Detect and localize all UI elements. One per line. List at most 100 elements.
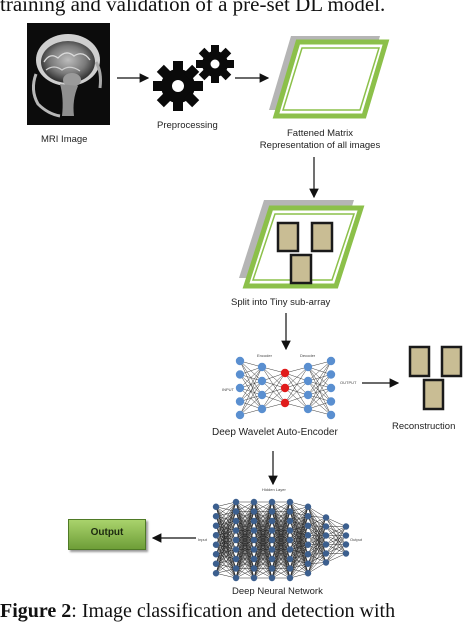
ae-connection — [239, 366, 263, 402]
ae-connection — [307, 360, 332, 382]
ae-connection — [239, 366, 263, 389]
autoencoder-label: Deep Wavelet Auto-Encoder — [212, 427, 338, 438]
dnn-connection — [289, 506, 309, 531]
flattened-matrix-shape — [269, 36, 390, 119]
dnn-connection — [235, 549, 255, 579]
flattened-matrix-label: Fattened Matrix Representation of all im… — [248, 128, 392, 152]
dnn-connection — [289, 544, 309, 579]
dnn-connection — [289, 506, 309, 541]
dnn-node — [232, 508, 240, 515]
ae-encoder-label: Encoder — [257, 353, 273, 358]
dnn-input-label: Input — [198, 537, 208, 542]
dnn-connection — [253, 558, 273, 579]
ae-connection — [284, 366, 309, 389]
dnn-node — [322, 550, 330, 557]
dnn-connection — [271, 558, 291, 579]
dnn-node — [212, 551, 220, 558]
dnn-node — [304, 503, 312, 510]
ae-connection — [307, 387, 332, 410]
dnn-connection — [235, 501, 255, 569]
dnn-connection — [253, 501, 273, 531]
dnn-node — [232, 527, 240, 534]
dnn-connection — [215, 501, 237, 555]
ae-node — [235, 383, 245, 393]
reconstruction-tiles — [408, 345, 463, 411]
ae-connection — [261, 366, 286, 404]
dnn-node — [250, 565, 258, 572]
dnn-node — [212, 522, 220, 529]
ae-connection — [307, 360, 332, 410]
dnn-node — [342, 523, 350, 530]
dnn-connection — [325, 517, 347, 527]
dnn-connection — [325, 535, 347, 563]
dnn-node — [304, 541, 312, 548]
ae-connection — [284, 372, 309, 410]
dnn-node — [286, 565, 294, 572]
dnn-connection — [215, 501, 237, 526]
dnn-node — [250, 498, 258, 506]
dnn-node — [304, 513, 312, 520]
output-box: Output — [68, 519, 146, 550]
dnn-connection — [289, 506, 309, 579]
dnn-node — [268, 546, 276, 553]
split-subarray-shape — [239, 200, 365, 289]
dnn-node — [342, 541, 350, 548]
dnn-connection — [253, 501, 273, 550]
split-tile-2 — [310, 221, 334, 253]
dnn-connection — [253, 549, 273, 579]
dnn-node — [268, 565, 276, 572]
dnn-node — [212, 541, 220, 548]
dnn-node — [322, 514, 330, 521]
dnn-connection — [325, 544, 347, 563]
dnn-node — [268, 555, 276, 563]
ae-decoder-label: Decoder — [300, 353, 316, 358]
ae-connection — [261, 366, 286, 389]
dnn-label: Deep Neural Network — [232, 586, 323, 597]
dnn-connection — [253, 501, 273, 512]
ae-node — [235, 397, 245, 406]
dnn-connection — [253, 501, 273, 522]
dnn-connection — [325, 553, 347, 563]
dnn-node — [232, 536, 240, 544]
ae-node — [280, 398, 290, 408]
dnn-node — [342, 550, 350, 557]
dnn-connection — [235, 530, 255, 579]
dnn-node — [322, 523, 330, 530]
dnn-node — [268, 508, 276, 515]
dnn-node — [286, 546, 294, 553]
dnn-connection — [307, 517, 327, 536]
ae-connection — [284, 366, 309, 404]
dnn-node — [232, 546, 240, 553]
dnn-connection — [289, 506, 309, 550]
dnn-connection — [235, 501, 255, 550]
dnn-node — [212, 513, 220, 520]
dnn-connection — [215, 501, 237, 564]
dnn-node — [232, 565, 240, 572]
dnn-node — [322, 541, 330, 548]
reconstruction-tile-2 — [440, 345, 463, 378]
ae-node — [235, 370, 245, 379]
reconstruction-tile-1 — [408, 345, 431, 378]
flattened-matrix-label-line1: Fattened Matrix — [287, 128, 353, 139]
dnn-connection — [271, 501, 291, 569]
dnn-hidden-layer-label: Hidden Layer — [262, 487, 286, 492]
dnn-connection — [271, 501, 291, 541]
ae-input-label: INPUT — [222, 387, 235, 392]
dnn-node — [232, 555, 240, 563]
dnn-node — [212, 570, 220, 577]
dnn-connection — [215, 501, 237, 517]
dnn-connection — [235, 501, 255, 541]
dnn-node — [268, 574, 276, 582]
split-label: Split into Tiny sub-array — [231, 297, 331, 308]
reconstruction-label: Reconstruction — [392, 421, 456, 432]
dnn-connection — [215, 530, 237, 574]
dnn-node — [286, 527, 294, 534]
dnn-node — [232, 517, 240, 525]
dnn-connection — [307, 517, 327, 564]
dnn-node — [322, 559, 330, 566]
dnn-node — [304, 551, 312, 558]
dnn-connection — [253, 568, 273, 579]
dnn-node — [212, 503, 220, 510]
dnn-node — [212, 532, 220, 539]
